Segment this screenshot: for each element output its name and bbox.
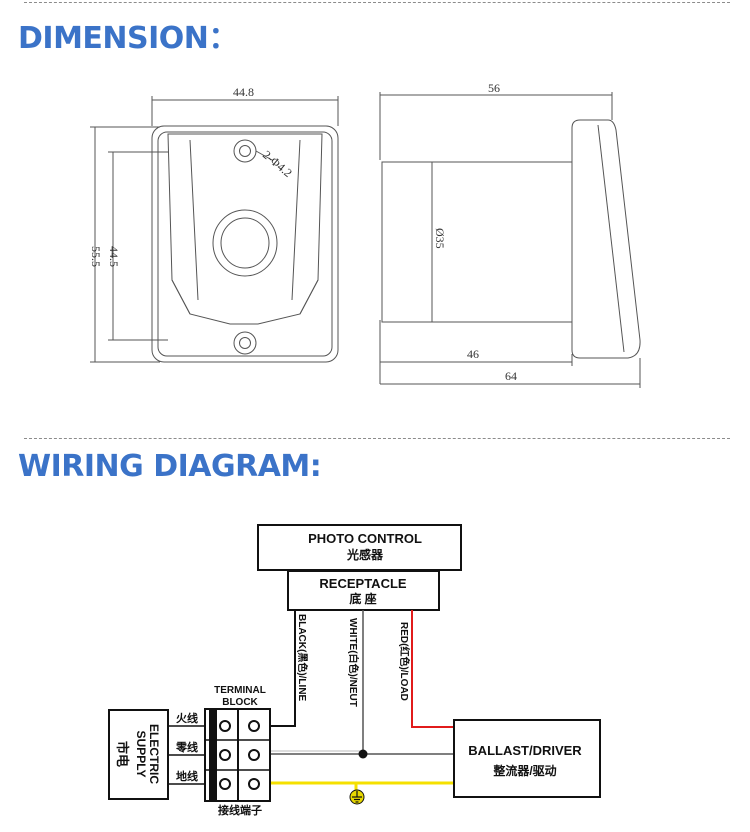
ballast-label: BALLAST/DRIVER: [468, 743, 582, 758]
receptacle-box: [287, 570, 440, 611]
black-wire-label: BLACK(黑色)/LINE: [296, 614, 309, 702]
middle-divider: [24, 438, 730, 439]
white-wire-label: WHITE(白色)/NEUT: [347, 618, 360, 707]
ground-icon: [349, 789, 365, 805]
terminal-block: [204, 708, 271, 802]
terminal-block-label-1: TERMINAL: [214, 685, 266, 696]
dimension-drawings: 44.8 55.5 44.5 2-Φ4.2 56 Ø35 46 64: [89, 81, 641, 388]
neutral-junction: [358, 749, 368, 759]
ballast-box: [453, 719, 601, 798]
photo-control-box: [257, 524, 462, 571]
electric-supply-label-1: ELECTRIC: [147, 724, 161, 784]
receptacle-cn: 底 座: [349, 591, 376, 606]
photo-control-label: PHOTO CONTROL: [308, 531, 422, 546]
dim-top-width: 44.8: [233, 85, 254, 99]
dim-side-width-mid: 46: [467, 347, 479, 361]
electric-supply-label-2: SUPPLY: [134, 731, 148, 778]
receptacle-label: RECEPTACLE: [319, 576, 406, 591]
top-divider: [24, 2, 730, 3]
dimension-heading: DIMENSION：: [18, 21, 238, 56]
electric-supply-cn: 市电: [115, 741, 130, 767]
neutral-wire-cn: 零线: [175, 740, 198, 754]
ballast-cn: 整流器/驱动: [492, 763, 556, 778]
dim-height-inner: 44.5: [107, 246, 121, 267]
electric-supply-box: [108, 709, 169, 800]
red-wire-label: RED(红色)/LOAD: [398, 622, 411, 701]
terminal-block-label-2: BLOCK: [222, 697, 258, 708]
live-wire-cn: 火线: [176, 711, 198, 725]
wiring-heading: WIRING DIAGRAM:: [18, 449, 322, 484]
photo-control-cn: 光感器: [346, 547, 384, 562]
terminal-block-cn: 接线端子: [218, 803, 262, 817]
dim-height-outer: 55.5: [89, 246, 103, 267]
dim-diameter: Ø35: [433, 228, 447, 249]
dim-side-width-bottom: 64: [505, 369, 517, 383]
ground-wire-cn: 地线: [176, 769, 198, 783]
dim-side-width-top: 56: [488, 81, 500, 95]
